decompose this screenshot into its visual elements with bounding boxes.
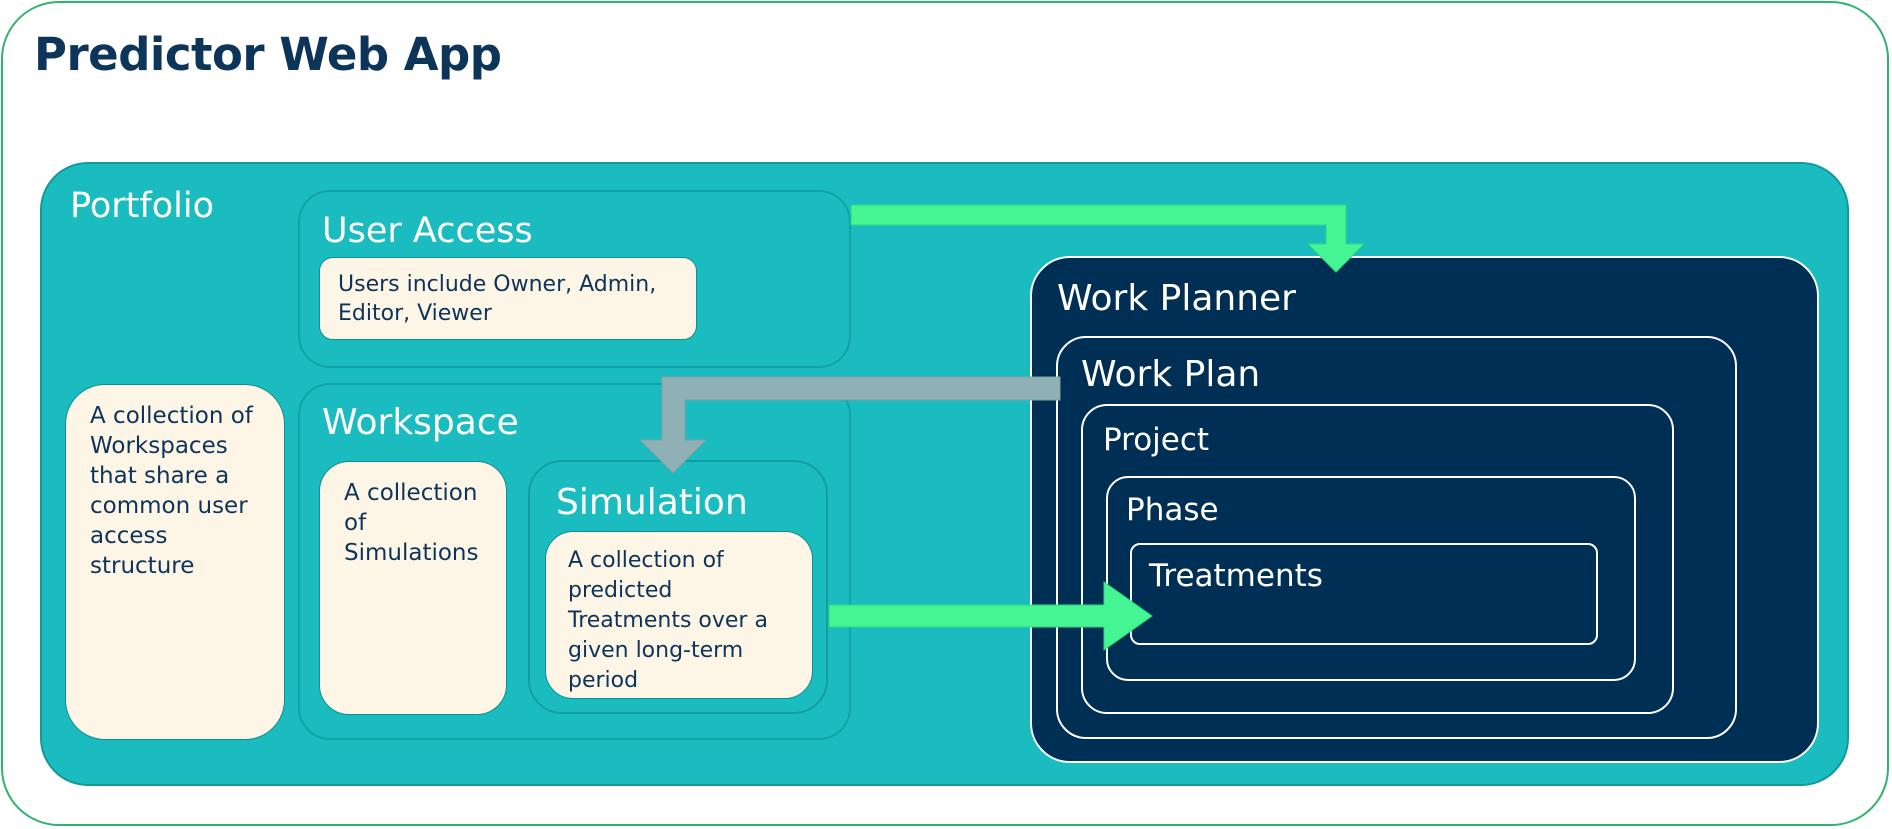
user-access-label: User Access (322, 211, 533, 251)
user-access-to-work-planner-arrow (850, 204, 1366, 273)
project-label: Project (1103, 422, 1210, 458)
simulation-label: Simulation (556, 482, 748, 523)
treatments-box (1130, 543, 1598, 645)
page-title: Predictor Web App (34, 28, 502, 81)
treatments-label: Treatments (1149, 558, 1323, 594)
phase-label: Phase (1126, 492, 1219, 528)
work-planner-label: Work Planner (1057, 278, 1296, 319)
portfolio-description-card: A collection of Workspaces that share a … (65, 384, 285, 740)
simulation-description-card: A collection of predicted Treatments ove… (545, 531, 813, 699)
portfolio-description: A collection of Workspaces that share a … (90, 403, 253, 579)
simulation-to-treatments-arrow (828, 581, 1153, 651)
user-access-description-card: Users include Owner, Admin, Editor, View… (319, 257, 697, 340)
workspace-label: Workspace (322, 402, 519, 443)
workspace-description-card: A collection of Simulations (319, 461, 507, 715)
workspace-description: A collection of Simulations (344, 480, 479, 566)
user-access-description: Users include Owner, Admin, Editor, View… (338, 272, 657, 326)
simulation-description: A collection of predicted Treatments ove… (568, 548, 768, 693)
portfolio-label: Portfolio (70, 186, 214, 226)
work-plan-label: Work Plan (1081, 354, 1261, 395)
work-plan-to-simulation-arrow (638, 376, 1061, 474)
